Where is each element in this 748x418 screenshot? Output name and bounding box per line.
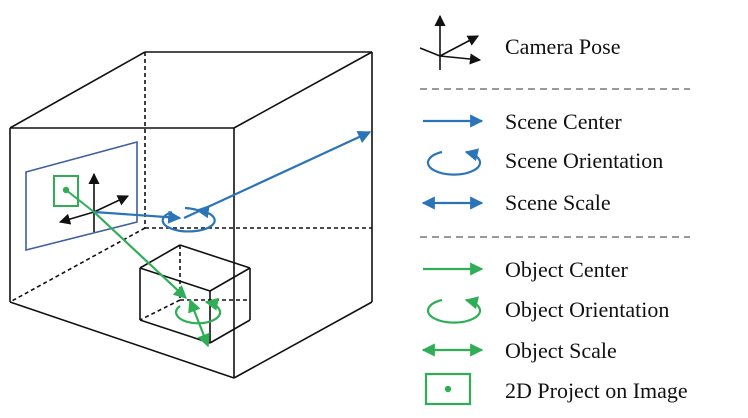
scene-center-arrow xyxy=(93,210,182,224)
scene-scale-arrow xyxy=(183,130,372,219)
object-box xyxy=(139,244,251,344)
object-orientation-arc xyxy=(175,297,222,325)
projection-2d-square xyxy=(53,175,79,207)
room-edge xyxy=(9,301,235,379)
camera-axis-forward xyxy=(58,211,95,225)
legend-object-center-label: Object Center xyxy=(505,257,628,282)
legend-scene-scale-label: Scene Scale xyxy=(505,190,611,215)
legend-camera-pose-label: Camera Pose xyxy=(505,34,620,59)
legend-scene-orientation-label: Scene Orientation xyxy=(505,148,663,173)
legend-object-orientation-label: Object Orientation xyxy=(505,297,669,322)
room-edge xyxy=(233,301,373,379)
square-dot-icon xyxy=(424,372,472,406)
object-center-arrow xyxy=(93,211,187,299)
camera-axis-right xyxy=(93,195,130,213)
object-edge xyxy=(209,319,251,344)
camera-axes xyxy=(58,172,130,232)
room-edge xyxy=(233,51,373,129)
legend-2d-project-label: 2D Project on Image xyxy=(505,378,688,403)
scene-room-box xyxy=(9,51,373,379)
room-hidden-edge xyxy=(9,227,146,303)
image-plane xyxy=(25,140,138,252)
room-edge xyxy=(9,51,146,129)
object-edge xyxy=(179,244,251,269)
object-edge xyxy=(139,244,181,269)
circular-arrow-icon xyxy=(426,148,482,176)
object-to-projection-line xyxy=(65,189,95,213)
circular-arrow-icon xyxy=(426,296,482,324)
legend-object-scale-label: Object Scale xyxy=(505,338,617,363)
scene-orientation-mark xyxy=(161,205,216,233)
object-edge xyxy=(139,267,211,292)
object-edge xyxy=(209,267,251,292)
legend-scene-center-label: Scene Center xyxy=(505,109,622,134)
object-orientation-mark xyxy=(175,297,222,325)
legend: Camera Pose Scene Center Scene Orientati… xyxy=(419,14,690,406)
axes-icon xyxy=(419,14,482,70)
scene-orientation-arc-tail xyxy=(184,206,198,212)
object-hidden-edge xyxy=(139,299,181,321)
scene-orientation-arc xyxy=(161,205,216,233)
